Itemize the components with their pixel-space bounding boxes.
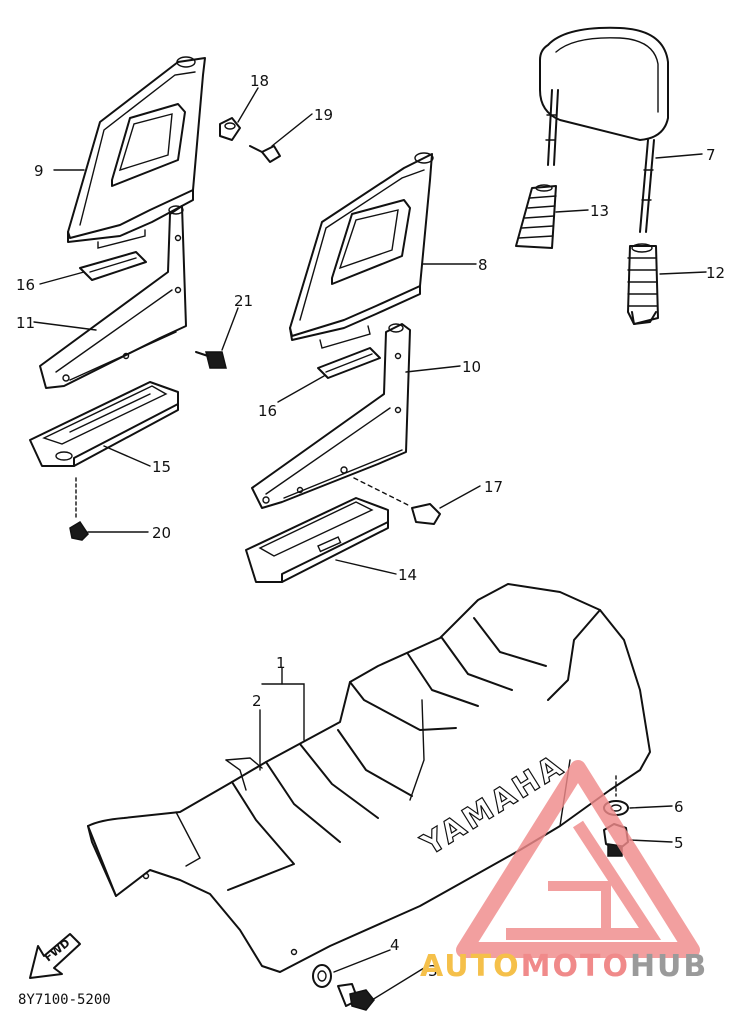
screw-21 <box>195 351 227 369</box>
callout-1: 1 <box>276 654 286 672</box>
callout-2: 2 <box>252 692 262 710</box>
diagram-code: 8Y7100-5200 <box>18 992 111 1008</box>
holder-16-left <box>79 251 147 281</box>
watermark-logo-icon <box>456 760 700 958</box>
callout-3: 3 <box>428 962 438 980</box>
washer-4 <box>312 964 332 988</box>
damper-rubber-12 <box>627 243 659 325</box>
bolt-20 <box>69 477 89 541</box>
callout-6: 6 <box>674 798 684 816</box>
callout-11: 11 <box>16 314 35 332</box>
leader-lines <box>33 87 707 1001</box>
fwd-arrow: FWD <box>29 933 81 979</box>
grab-bar-14 <box>245 497 389 583</box>
watermark-text: AUTOMOTOHUB <box>420 949 708 984</box>
callout-15: 15 <box>152 458 171 476</box>
side-cover-right <box>289 152 434 349</box>
callout-14: 14 <box>398 566 417 584</box>
callout-12: 12 <box>706 264 725 282</box>
side-cover-left <box>67 56 206 249</box>
callout-18: 18 <box>250 72 269 90</box>
callout-16-left: 16 <box>16 276 35 294</box>
callout-10: 10 <box>462 358 481 376</box>
stay-10 <box>251 323 411 509</box>
callout-5: 5 <box>674 834 684 852</box>
stay-11 <box>39 205 187 389</box>
callout-13: 13 <box>590 202 609 220</box>
callout-20: 20 <box>152 524 171 542</box>
callout-21: 21 <box>234 292 253 310</box>
callout-9: 9 <box>34 162 44 180</box>
watermark-part-hub: HUB <box>630 949 708 984</box>
callout-4: 4 <box>390 936 400 954</box>
watermark: AUTOMOTOHUB <box>420 760 708 984</box>
screw-19 <box>249 145 281 163</box>
backrest <box>539 26 669 233</box>
holder-16-center <box>317 347 381 379</box>
bolt-17 <box>353 477 441 525</box>
callout-16-center: 16 <box>258 402 277 420</box>
callout-17: 17 <box>484 478 503 496</box>
grab-bar-15 <box>29 381 179 467</box>
seat: YAMAHA <box>87 583 651 973</box>
callout-8: 8 <box>478 256 488 274</box>
collar-18 <box>219 117 241 141</box>
watermark-part-auto: AUTO <box>420 949 521 984</box>
watermark-part-moto: MOTO <box>521 949 630 984</box>
callout-labels: 1 2 3 4 5 6 7 8 9 10 11 12 13 14 15 16 1… <box>16 72 725 980</box>
bolt-3 <box>337 983 375 1011</box>
callout-19: 19 <box>314 106 333 124</box>
damper-rubber-13 <box>515 184 557 249</box>
callout-7: 7 <box>706 146 716 164</box>
